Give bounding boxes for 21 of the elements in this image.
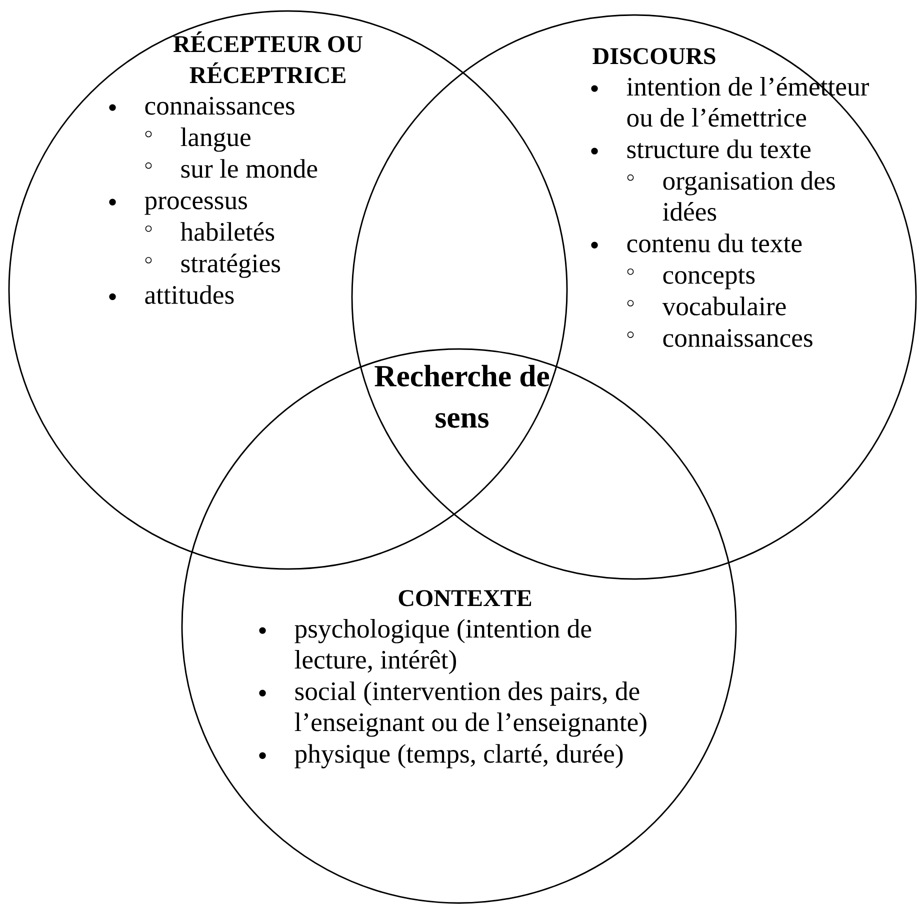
bullet-item: connaissances: [109, 96, 294, 115]
bullet-item: psychologique (intention de lecture, intérêt): [259, 619, 592, 674]
bullet-item: connaissances: [627, 329, 812, 347]
bullet-item: habiletés: [145, 222, 274, 241]
bullet-item: attitudes: [109, 285, 234, 304]
bullet-item: social (intervention des pairs, de l’enseignant ou de l’enseignante): [259, 682, 646, 737]
circle-heading: DISCOURS: [592, 48, 716, 64]
center-label: Recherche de sens: [374, 364, 550, 428]
bullet-item: concepts: [627, 268, 755, 290]
bullet-item: sur le monde: [145, 159, 318, 178]
bullet-item: langue: [145, 128, 250, 152]
venn-circle: [8, 10, 568, 570]
bullet-item: structure du texte: [591, 140, 810, 158]
bullet-item: vocabulaire: [627, 296, 786, 316]
circle-heading: CONTEXTE: [398, 590, 532, 606]
bullet-item: processus: [109, 196, 247, 215]
circle-heading: RÉCEPTEUR OU RÉCEPTRICE: [173, 31, 362, 84]
bullet-item: contenu du texte: [591, 234, 802, 252]
bullet-item: stratégies: [145, 254, 280, 278]
bullet-item: physique (temps, clarté, durée): [259, 744, 623, 768]
venn-circle: [181, 348, 737, 904]
